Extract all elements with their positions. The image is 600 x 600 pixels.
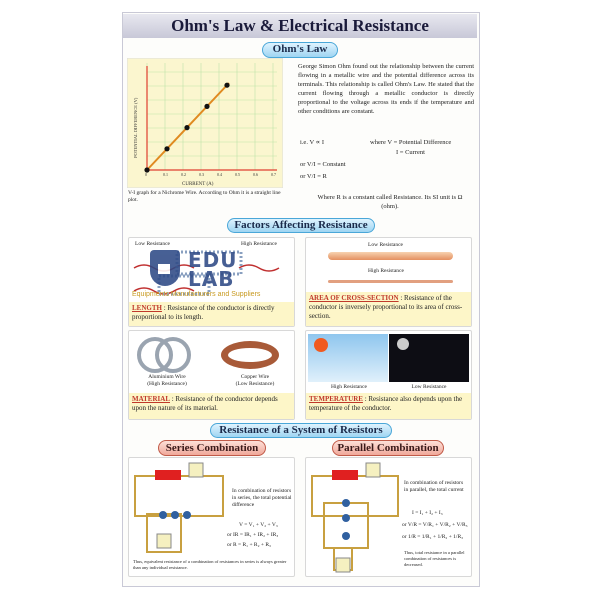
series-box: In combination of resistors in series, t… <box>128 457 295 577</box>
x-tick-label: 0.4 <box>217 172 222 177</box>
high-resistance-label: High Resistance <box>368 268 404 274</box>
x-tick-label: 0.5 <box>235 172 240 177</box>
data-point <box>224 82 230 88</box>
material-text: : Resistance of the conductor depends up… <box>132 395 278 412</box>
parallel-eq-1: I = I₁ + I₂ + I₃ <box>412 510 443 516</box>
thick-wire <box>328 252 453 260</box>
watermark-edu: EDU <box>188 248 238 272</box>
watermark-lab: LAB <box>188 267 235 291</box>
moon-icon <box>397 338 409 350</box>
copper-label: Copper Wire <box>240 374 270 380</box>
temperature-box: High Resistance Low Resistance TEMPERATU… <box>305 330 472 420</box>
area-box: Low Resistance High Resistance AREA OF C… <box>305 237 472 327</box>
equation-3: or V/I = R <box>300 173 327 180</box>
material-description: MATERIAL : Resistance of the conductor d… <box>129 393 294 419</box>
thin-wire <box>328 280 453 283</box>
low-resistance-label: Low Resistance <box>411 384 447 390</box>
parallel-eq-2: or V/R = V/R₁ + V/R₂ + V/R₃ <box>402 522 468 528</box>
x-tick-label: 0.1 <box>163 172 168 177</box>
x-tick-label: 0.6 <box>253 172 258 177</box>
hot-scene <box>308 334 388 382</box>
sun-icon <box>314 338 328 352</box>
copper-coil <box>221 341 279 369</box>
length-keyword: LENGTH <box>132 304 162 312</box>
aluminium-label: Aluminium Wire <box>148 374 186 380</box>
series-eq-3: or R = R₁ + R₂ + R₃ <box>227 542 271 548</box>
where-i: I = Current <box>396 149 425 156</box>
high-resistance-label: High Resistance <box>241 241 277 247</box>
aluminium-coil <box>155 337 191 373</box>
logo-mark <box>158 264 170 274</box>
where-v: where V = Potential Difference <box>370 139 452 146</box>
parallel-circuit <box>311 462 399 573</box>
cold-scene <box>389 334 469 382</box>
resistance-definition: Where R is a constant called Resistance.… <box>317 194 463 210</box>
series-text: In combination of resistors in series, t… <box>232 488 292 508</box>
system-heading: Resistance of a System of Resistors <box>210 423 392 438</box>
ohms-law-heading: Ohm's Law <box>262 42 338 58</box>
material-box: Aluminium Wire(High Resistance) Copper W… <box>128 330 295 420</box>
material-keyword: MATERIAL <box>132 395 170 403</box>
area-text: : Resistance of the conductor is inverse… <box>309 294 463 320</box>
equation-1: i.e. V ∝ I <box>300 139 325 146</box>
low-resistance-label: Low Resistance <box>368 242 403 248</box>
factors-heading: Factors Affecting Resistance <box>227 218 375 233</box>
equation-2: or V/I = Constant <box>300 161 346 168</box>
temperature-description: TEMPERATURE : Resistance also depends up… <box>306 393 471 419</box>
copper-sub: (Low Resistance) <box>235 381 275 387</box>
parallel-text: In combination of resistors in parallel,… <box>404 480 464 493</box>
length-text: : Resistance of the conductor is directl… <box>132 304 275 321</box>
x-tick-label: 0 <box>145 172 147 177</box>
parallel-footer: Thus, total resistance in a parallel com… <box>404 550 465 567</box>
watermark-tagline: Equipments Manufacturers and Suppliers <box>132 291 261 298</box>
graph-caption: V-I graph for a Nichrome Wire. According… <box>128 190 281 203</box>
title-bar <box>123 14 477 38</box>
area-description: AREA OF CROSS-SECTION : Resistance of th… <box>306 292 471 326</box>
vi-graph: 0 0.1 0.2 0.3 0.4 0.5 0.6 0.7 CURRENT (A) POTEN… <box>127 58 283 188</box>
series-eq-2: or IR = IR₁ + IR₂ + IR₃ <box>227 532 279 538</box>
length-description: LENGTH : Resistance of the conductor is … <box>129 302 294 326</box>
x-tick-label: 0.7 <box>271 172 276 177</box>
series-footer: Thus, equivalent resistance of a combina… <box>133 559 287 570</box>
parallel-heading: Parallel Combination <box>332 440 444 456</box>
area-keyword: AREA OF CROSS-SECTION <box>309 294 399 302</box>
aluminium-sub: (High Resistance) <box>147 381 187 387</box>
data-point <box>184 125 190 131</box>
temperature-keyword: TEMPERATURE <box>309 395 363 403</box>
edulab-shield-logo <box>150 250 180 286</box>
x-axis-label: CURRENT (A) <box>182 182 214 187</box>
series-eq-1: V = V₁ + V₂ + V₃ <box>239 522 278 528</box>
x-tick-label: 0.2 <box>181 172 186 177</box>
parallel-box: In combination of resistors in parallel,… <box>305 457 472 577</box>
high-resistance-label: High Resistance <box>331 384 367 390</box>
x-tick-label: 0.3 <box>199 172 204 177</box>
low-resistance-label: Low Resistance <box>135 241 170 247</box>
series-heading: Series Combination <box>158 440 266 456</box>
y-axis-label: POTENTIAL DIFFERENCE (V) <box>133 97 138 158</box>
data-point <box>164 146 170 152</box>
series-circuit <box>134 462 224 553</box>
data-point <box>144 167 150 173</box>
poster-title: Ohm's Law & Electrical Resistance <box>171 16 429 35</box>
parallel-eq-3: or 1/R = 1/R₁ + 1/R₂ + 1/R₃ <box>402 534 464 540</box>
data-point <box>204 103 210 109</box>
temperature-text: : Resistance also depends upon the tempe… <box>309 395 463 412</box>
ohms-law-paragraph: George Simon Ohm found out the relations… <box>298 63 474 115</box>
